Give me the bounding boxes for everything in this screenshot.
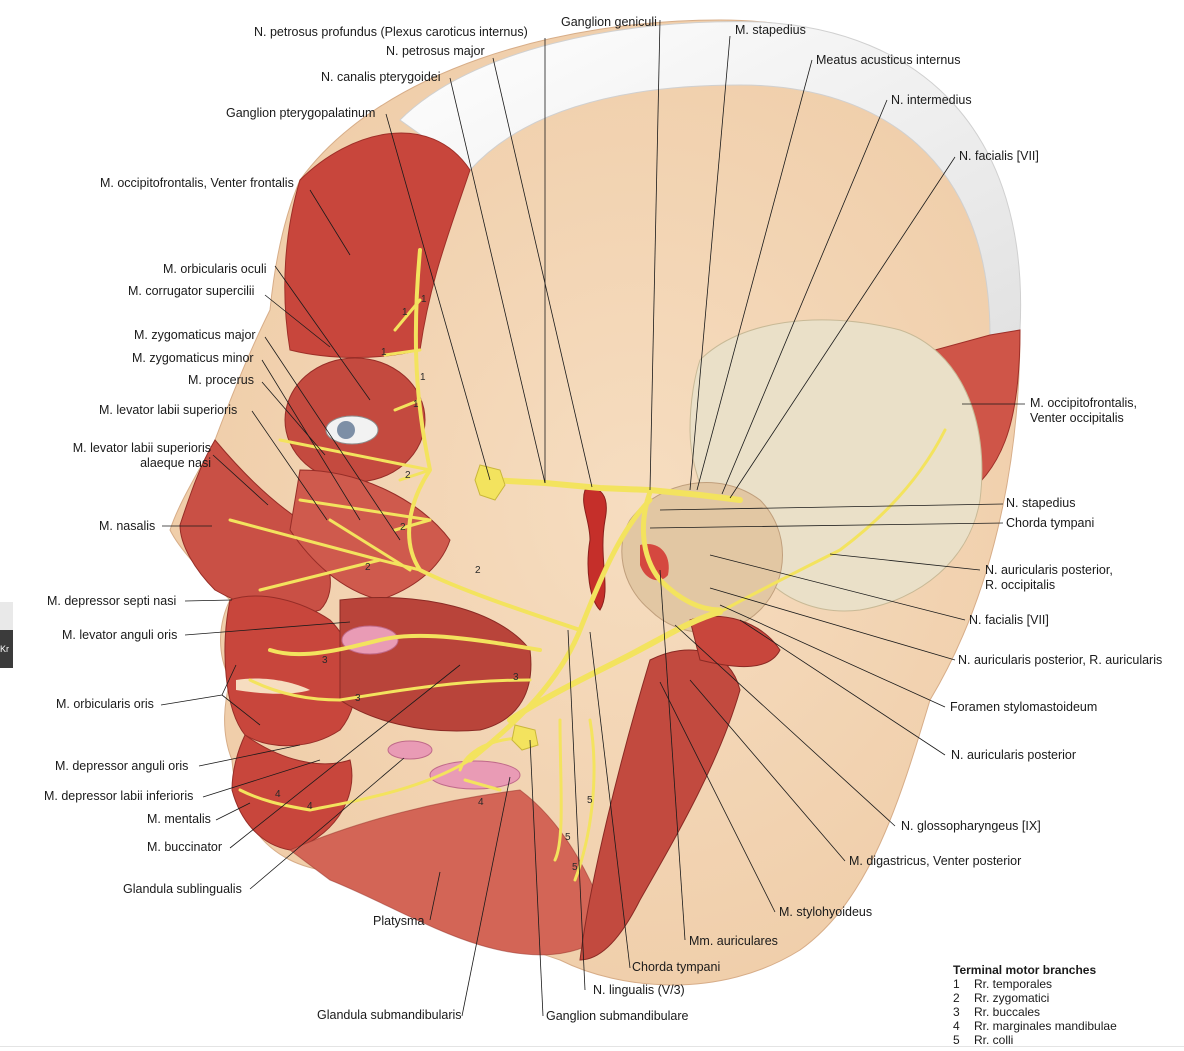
label-levator-labii: M. levator labii superioris	[99, 403, 238, 417]
label-auricularis-post-occipitalis: N. auricularis posterior, R. occipitalis	[985, 563, 1113, 593]
label-n-lingualis: N. lingualis (V/3)	[593, 983, 685, 997]
label-n-facialis-top: N. facialis [VII]	[959, 149, 1039, 163]
frontalis-muscle	[284, 132, 471, 358]
branch-number: 1	[402, 307, 408, 318]
label-orbicularis-oris: M. orbicularis oris	[56, 697, 154, 711]
label-ganglion-geniculi: Ganglion geniculi	[561, 15, 657, 29]
legend-item: 5 Rr. colli	[953, 1033, 1117, 1047]
legend-text: Rr. temporales	[974, 977, 1053, 991]
label-depressor-septi: M. depressor septi nasi	[47, 594, 177, 608]
label-auricularis-posterior: N. auricularis posterior	[951, 748, 1077, 762]
label-line: N. auricularis posterior,	[985, 563, 1113, 577]
branch-number: 3	[355, 693, 361, 704]
branch-number: 4	[478, 797, 484, 808]
label-nasalis: M. nasalis	[99, 519, 156, 533]
branch-number: 2	[475, 565, 481, 576]
label-levator-anguli: M. levator anguli oris	[62, 628, 178, 642]
legend-text: Rr. buccales	[974, 1005, 1041, 1019]
legend-text: Rr. colli	[974, 1033, 1014, 1047]
leader-lines	[160, 19, 1025, 1017]
label-glossopharyngeus: N. glossopharyngeus [IX]	[901, 819, 1041, 833]
label-n-stapedius: N. stapedius	[1006, 496, 1076, 510]
legend-text: Rr. zygomatici	[974, 991, 1050, 1005]
branch-number: 2	[405, 470, 411, 481]
label-line: M. occipitofrontalis,	[1030, 396, 1137, 410]
branch-number: 2	[400, 522, 406, 533]
legend-text: Rr. marginales mandibulae	[974, 1019, 1117, 1033]
branch-number: 3	[322, 655, 328, 666]
label-chorda-tympani-bottom: Chorda tympani	[632, 960, 721, 974]
label-line: Venter occipitalis	[1030, 411, 1124, 425]
label-occipitofrontalis-occipitalis: M. occipitofrontalis, Venter occipitalis	[1030, 396, 1137, 426]
label-canalis-pterygoidei: N. canalis pterygoidei	[321, 70, 441, 84]
side-tab[interactable]: Kr	[0, 602, 13, 668]
legend-item: 1 Rr. temporales	[953, 977, 1117, 991]
legend-item: 4 Rr. marginales mandibulae	[953, 1019, 1117, 1033]
branch-numbers: 1 1 1 1 1 2 2 2 2 3 3 3 4 4 4 5 5 5	[275, 294, 593, 873]
label-foramen-stylomastoideum: Foramen stylomastoideum	[950, 700, 1098, 714]
label-meatus-acusticus: Meatus acusticus internus	[816, 53, 961, 67]
label-m-stapedius: M. stapedius	[735, 23, 806, 37]
legend-num: 2	[953, 991, 960, 1005]
digastric-posterior-belly	[689, 615, 781, 668]
legend-title: Terminal motor branches	[953, 963, 1097, 977]
label-n-intermedius: N. intermedius	[891, 93, 972, 107]
label-auricularis-post-auricularis: N. auricularis posterior, R. auricularis	[958, 653, 1163, 667]
legend-num: 5	[953, 1033, 960, 1047]
label-glandula-sublingualis: Glandula sublingualis	[123, 882, 242, 896]
branch-number: 1	[420, 372, 426, 383]
label-depressor-labii: M. depressor labii inferioris	[44, 789, 194, 803]
label-stylohyoideus: M. stylohyoideus	[779, 905, 873, 919]
facial-nerve	[228, 248, 947, 882]
branch-number: 1	[381, 347, 387, 358]
legend-item: 2 Rr. zygomatici	[953, 991, 1117, 1005]
label-corrugator: M. corrugator supercilii	[128, 284, 255, 298]
legend-item: 3 Rr. buccales	[953, 1005, 1117, 1019]
label-chorda-tympani-right: Chorda tympani	[1006, 516, 1095, 530]
legend-num: 4	[953, 1019, 960, 1033]
bottom-divider	[0, 1046, 1184, 1047]
branch-number: 5	[565, 832, 571, 843]
label-petrosus-major: N. petrosus major	[386, 44, 485, 58]
branch-number: 1	[421, 294, 427, 305]
orbicularis-oris-muscle	[224, 595, 357, 747]
iris	[337, 421, 355, 439]
label-depressor-anguli: M. depressor anguli oris	[55, 759, 189, 773]
label-line: R. occipitalis	[985, 578, 1056, 592]
branch-number: 4	[275, 789, 281, 800]
label-glandula-submandibularis: Glandula submandibularis	[317, 1008, 462, 1022]
label-n-facialis-mid: N. facialis [VII]	[969, 613, 1049, 627]
label-ganglion-pterygopalatinum: Ganglion pterygopalatinum	[226, 106, 376, 120]
label-petrosus-profundus: N. petrosus profundus (Plexus caroticus …	[254, 25, 528, 39]
branch-number: 5	[572, 862, 578, 873]
label-line: M. levator labii superioris	[72, 441, 211, 455]
label-mm-auriculares: Mm. auriculares	[689, 934, 778, 948]
legend-num: 3	[953, 1005, 960, 1019]
label-zygomaticus-major: M. zygomaticus major	[134, 328, 256, 342]
label-orbicularis-oculi: M. orbicularis oculi	[163, 262, 267, 276]
branch-number: 1	[413, 399, 419, 410]
gland-small	[387, 740, 433, 760]
label-line: alaeque nasi	[140, 456, 211, 470]
legend-num: 1	[953, 977, 960, 991]
pterygopalatine-ganglion	[474, 464, 506, 501]
branch-number: 2	[365, 562, 371, 573]
branch-number: 4	[307, 801, 313, 812]
label-zygomaticus-minor: M. zygomaticus minor	[132, 351, 254, 365]
side-tab-label[interactable]: Kr	[0, 630, 13, 668]
branch-number: 5	[587, 795, 593, 806]
label-digastricus: M. digastricus, Venter posterior	[849, 854, 1022, 868]
label-ganglion-submandibulare: Ganglion submandibulare	[546, 1009, 689, 1023]
label-buccinator: M. buccinator	[147, 840, 223, 854]
label-occipitofrontalis-frontalis: M. occipitofrontalis, Venter frontalis	[100, 176, 294, 190]
label-procerus: M. procerus	[188, 373, 254, 387]
branch-number: 3	[513, 672, 519, 683]
label-mentalis: M. mentalis	[147, 812, 211, 826]
label-levator-labii-alaeque: M. levator labii superioris alaeque nasi	[66, 441, 211, 471]
label-platysma: Platysma	[373, 914, 425, 928]
